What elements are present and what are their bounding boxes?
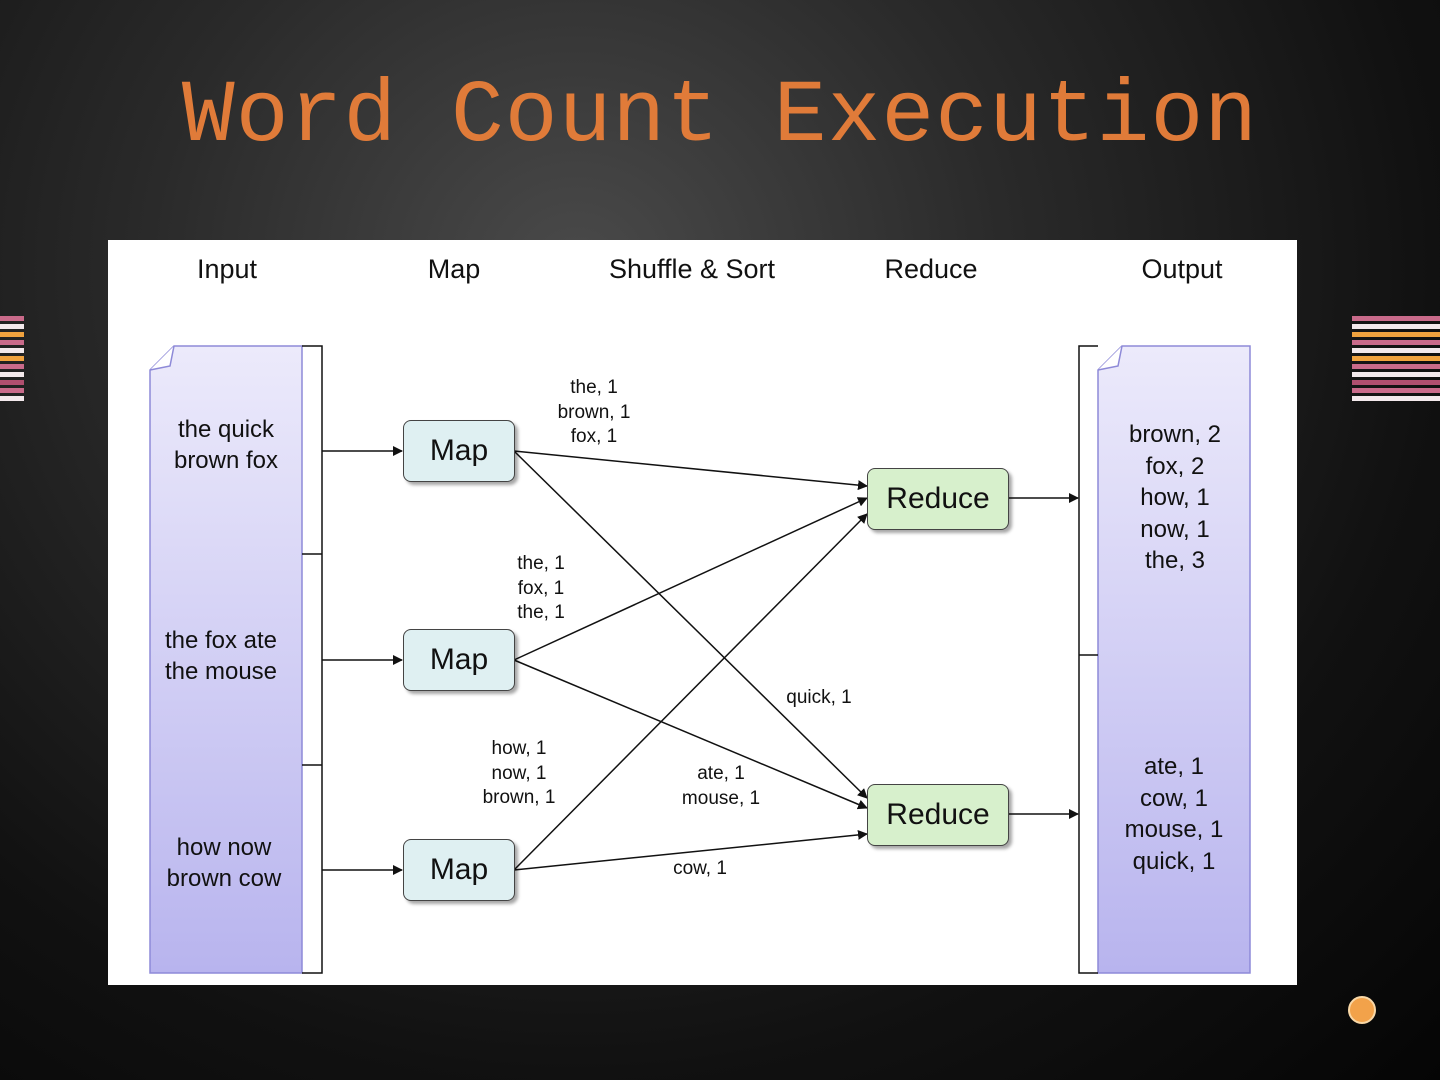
- map-node-3: Map: [403, 839, 515, 901]
- decorative-stripes-left: [0, 316, 24, 404]
- map-2-emits: the, 1 fox, 1 the, 1: [517, 553, 565, 623]
- output-partition-2: ate, 1 cow, 1 mouse, 1 quick, 1: [1124, 753, 1224, 875]
- input-split-2: the fox ate the mouse: [164, 627, 278, 685]
- diagram-graphics: [149, 345, 1251, 974]
- slide-bullet-dot: [1348, 996, 1376, 1024]
- input-split-bracket: [302, 345, 323, 974]
- map-node-2: Map: [403, 629, 515, 691]
- reduce-node-1: Reduce: [867, 468, 1009, 530]
- map1-to-reduce1-arrow: [513, 450, 868, 491]
- stage-header-shuffle-sort: Shuffle & Sort: [608, 254, 776, 284]
- output-document-fold: [1097, 345, 1123, 371]
- map1-to-reduce2-arrow: [513, 450, 868, 799]
- reduce-node-2: Reduce: [867, 784, 1009, 846]
- slide-title: Word Count Execution: [181, 68, 1259, 167]
- decorative-stripes-right: [1352, 316, 1440, 404]
- stage-header-input: Input: [196, 254, 258, 284]
- map3-to-reduce1-arrow: [513, 513, 868, 871]
- word-count-diagram: Input Map Shuffle & Sort Reduce Output t…: [108, 240, 1297, 985]
- output-split-bracket: [1078, 345, 1098, 974]
- map-node-1: Map: [403, 420, 515, 482]
- shuffle-label-cow: cow, 1: [673, 858, 727, 879]
- stage-header-map: Map: [427, 254, 481, 284]
- map3-to-reduce2-arrow: [513, 829, 868, 871]
- map-1-emits: the, 1 brown, 1 fox, 1: [557, 377, 631, 447]
- map2-to-reduce2-arrow: [513, 659, 868, 810]
- input-split-1: the quick brown fox: [173, 416, 279, 474]
- map-3-emits: how, 1 now, 1 brown, 1: [482, 738, 556, 808]
- stage-header-reduce: Reduce: [884, 254, 978, 284]
- shuffle-label-ate-mouse: ate, 1 mouse, 1: [681, 763, 761, 809]
- shuffle-label-quick: quick, 1: [786, 687, 852, 708]
- input-document-fold: [149, 345, 175, 371]
- map2-to-reduce1-arrow: [513, 497, 868, 661]
- input-split-3: how now brown cow: [166, 834, 282, 892]
- stage-header-output: Output: [1141, 254, 1223, 284]
- output-partition-1: brown, 2 fox, 2 how, 1 now, 1 the, 3: [1128, 421, 1222, 574]
